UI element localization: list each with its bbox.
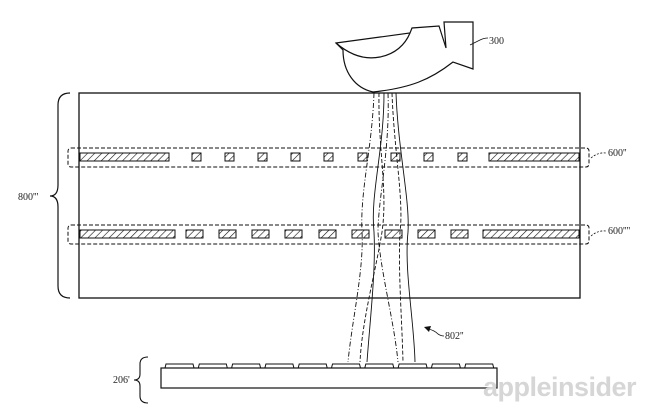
- leader-600-lower: [590, 230, 607, 237]
- key-cap: [197, 363, 228, 369]
- electrode-pad: [224, 152, 235, 162]
- electrode-pad: [218, 229, 237, 239]
- electrode-pad: [390, 152, 401, 162]
- label-206: 206': [113, 375, 130, 386]
- layer-upper-outline: [67, 147, 590, 168]
- key-cap: [397, 363, 428, 369]
- key-cap: [464, 363, 495, 369]
- electrode-pad: [290, 152, 301, 162]
- label-600-upper: 600'': [608, 148, 627, 159]
- electrode-pad: [417, 229, 436, 239]
- base-substrate: [160, 367, 498, 389]
- electrode-pad: [457, 152, 468, 162]
- base-brace: [133, 356, 149, 404]
- device-300: [334, 21, 474, 93]
- key-cap: [331, 363, 361, 369]
- electrode-pad: [257, 152, 268, 162]
- arrowhead-802: [424, 326, 431, 332]
- stack-rectangle: [78, 92, 581, 299]
- key-cap: [264, 363, 295, 369]
- label-800: 800''': [18, 192, 39, 203]
- electrode-pad: [185, 229, 204, 239]
- electrode-pad: [423, 152, 434, 162]
- label-300: 300: [489, 36, 504, 47]
- stack-brace: [49, 92, 71, 299]
- electrode-pad: [357, 152, 368, 162]
- electrode-pad: [450, 229, 469, 239]
- layer-lower-elements: [79, 229, 580, 239]
- key-cap: [364, 363, 395, 369]
- electrode-bar: [79, 229, 176, 239]
- electrode-pad: [191, 152, 202, 162]
- electrode-pad: [251, 229, 270, 239]
- electrode-pad: [284, 229, 303, 239]
- electrode-pad: [384, 229, 403, 239]
- label-600-lower: 600'''': [608, 226, 630, 237]
- layer-upper-elements: [79, 152, 580, 162]
- layer-lower-outline: [67, 224, 590, 245]
- leader-600-upper: [590, 152, 607, 159]
- watermark-logo: appleinsider: [483, 372, 637, 402]
- leader-802: [427, 328, 445, 337]
- electrode-pad: [318, 229, 337, 239]
- label-802: 802'': [445, 331, 464, 342]
- electrode-bar: [488, 152, 580, 162]
- electrode-bar: [79, 152, 170, 162]
- key-cap: [430, 363, 461, 369]
- key-cap: [164, 363, 195, 369]
- electrode-pad: [351, 229, 370, 239]
- base-keys: [164, 363, 495, 369]
- key-cap: [297, 363, 328, 369]
- leader-300: [469, 37, 489, 46]
- light-paths: [347, 92, 416, 363]
- electrode-pad: [323, 152, 334, 162]
- electrode-bar: [482, 229, 580, 239]
- key-cap: [231, 363, 262, 369]
